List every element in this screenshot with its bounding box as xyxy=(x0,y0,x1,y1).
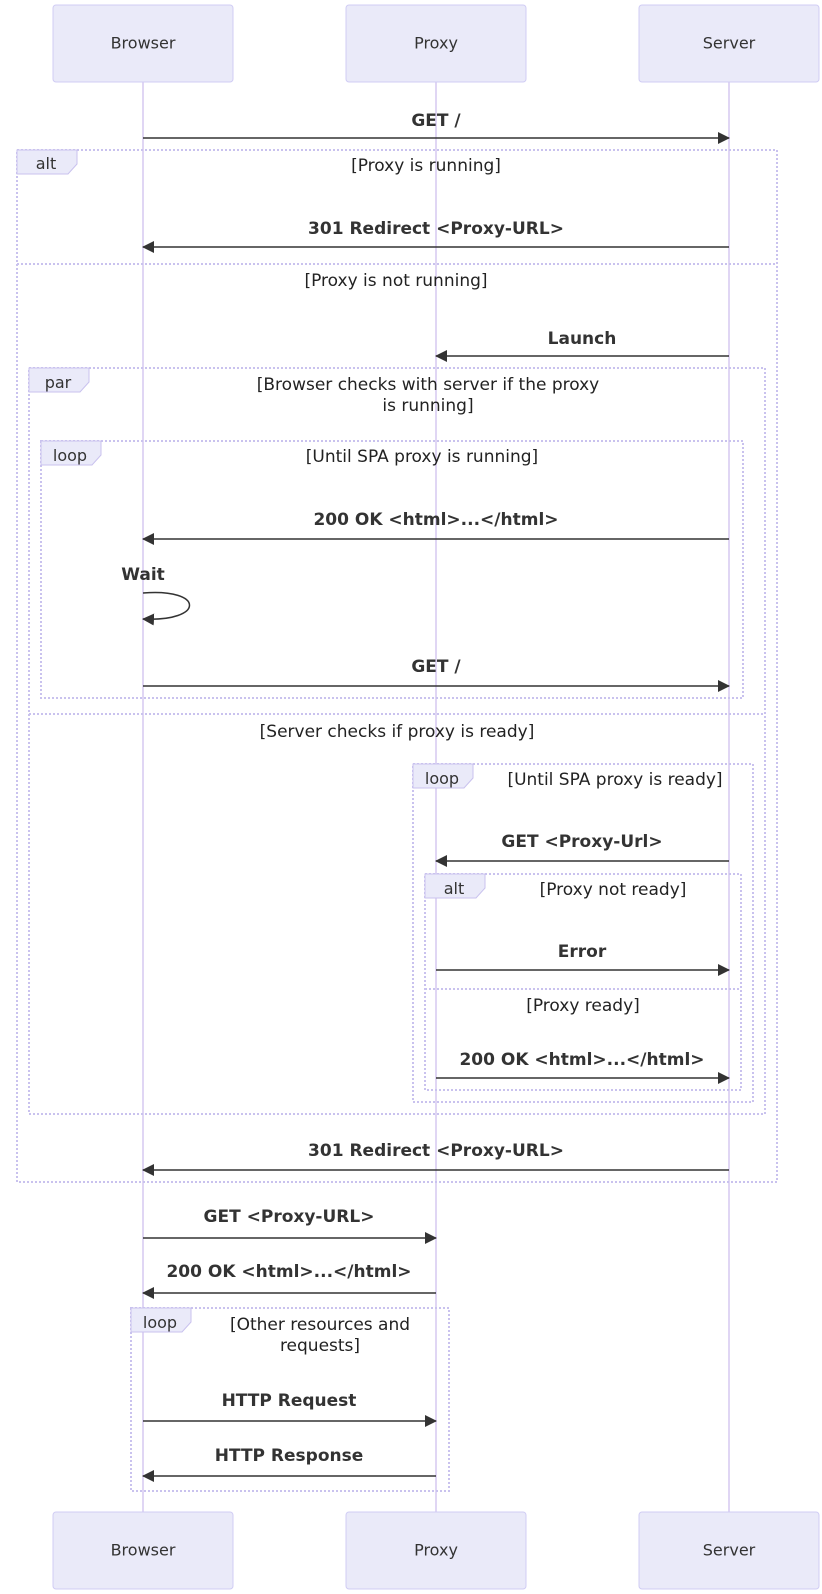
actor-browser-top-label: Browser xyxy=(111,34,176,53)
loop-guard-other-line1: [Other resources and xyxy=(230,1315,410,1335)
par-guard-server-checks: [Server checks if proxy is ready] xyxy=(260,722,535,742)
message-label: GET / xyxy=(411,657,461,677)
message-1: GET / xyxy=(143,111,730,144)
message-11: GET <Proxy-URL> xyxy=(143,1207,437,1244)
actor-proxy-top: Proxy xyxy=(345,4,527,83)
alt-frame-proxy-running: alt [Proxy is running] [Proxy is not run… xyxy=(16,149,778,1183)
par-keyword: par xyxy=(45,373,72,392)
loop-keyword: loop xyxy=(53,446,87,465)
alt-keyword: alt xyxy=(36,154,57,173)
message-8: Error xyxy=(436,942,730,976)
message-3: Launch xyxy=(435,329,729,362)
message-label: HTTP Request xyxy=(222,1391,357,1411)
message-label: 200 OK <html>...</html> xyxy=(166,1262,411,1282)
message-2: 301 Redirect <Proxy-URL> xyxy=(142,219,729,253)
message-label: Launch xyxy=(548,329,617,349)
message-label: HTTP Response xyxy=(215,1446,364,1466)
alt-keyword-2: alt xyxy=(444,879,465,898)
par-guard-line1: [Browser checks with server if the proxy xyxy=(257,375,599,395)
par-frame: par [Browser checks with server if the p… xyxy=(28,367,766,1115)
message-label: 200 OK <html>...</html> xyxy=(459,1050,704,1070)
message-9: 200 OK <html>...</html> xyxy=(436,1050,730,1084)
message-6: GET / xyxy=(143,657,730,692)
message-label: GET <Proxy-URL> xyxy=(204,1207,375,1227)
loop-guard-proxy-running: [Until SPA proxy is running] xyxy=(306,447,538,467)
par-guard-line2: is running] xyxy=(382,396,473,416)
actor-server-top-label: Server xyxy=(703,34,756,53)
loop-frame-proxy-running: loop [Until SPA proxy is running] xyxy=(40,440,744,699)
message-label: Wait xyxy=(121,565,165,585)
message-label: 301 Redirect <Proxy-URL> xyxy=(308,1141,564,1161)
message-4: 200 OK <html>...</html> xyxy=(142,510,729,545)
alt-guard-ready: [Proxy ready] xyxy=(526,996,640,1016)
message-label: GET <Proxy-Url> xyxy=(501,832,662,852)
alt-guard-running: [Proxy is running] xyxy=(351,156,501,176)
alt-guard-not-ready: [Proxy not ready] xyxy=(540,880,687,900)
actor-proxy-top-label: Proxy xyxy=(414,34,458,53)
loop-frame-other-resources: loop [Other resources and requests] xyxy=(130,1307,450,1492)
actor-server-top: Server xyxy=(638,4,820,83)
alt-guard-not-running: [Proxy is not running] xyxy=(304,271,487,291)
message-13: HTTP Request xyxy=(143,1391,437,1427)
message-label: 200 OK <html>...</html> xyxy=(313,510,558,530)
actor-browser-top: Browser xyxy=(52,4,234,83)
actor-browser-bottom-label: Browser xyxy=(111,1541,176,1560)
actor-proxy-bottom: Proxy xyxy=(345,1511,527,1590)
message-7: GET <Proxy-Url> xyxy=(435,832,729,867)
message-label: 301 Redirect <Proxy-URL> xyxy=(308,219,564,239)
loop-keyword-2: loop xyxy=(425,769,459,788)
message-14: HTTP Response xyxy=(142,1446,436,1482)
actor-server-bottom-label: Server xyxy=(703,1541,756,1560)
actor-browser-bottom: Browser xyxy=(52,1511,234,1590)
message-10: 301 Redirect <Proxy-URL> xyxy=(142,1141,729,1176)
loop-frame-proxy-ready: loop [Until SPA proxy is ready] xyxy=(412,763,754,1103)
message-label: GET / xyxy=(411,111,461,131)
loop-guard-proxy-ready: [Until SPA proxy is ready] xyxy=(507,770,722,790)
message-12: 200 OK <html>...</html> xyxy=(142,1262,436,1299)
loop-keyword-3: loop xyxy=(143,1313,177,1332)
message-5-self: Wait xyxy=(121,565,190,626)
actor-proxy-bottom-label: Proxy xyxy=(414,1541,458,1560)
message-label: Error xyxy=(558,942,607,962)
actor-server-bottom: Server xyxy=(638,1511,820,1590)
loop-guard-other-line2: requests] xyxy=(280,1336,360,1356)
alt-frame-proxy-ready: alt [Proxy not ready] [Proxy ready] xyxy=(424,873,742,1091)
